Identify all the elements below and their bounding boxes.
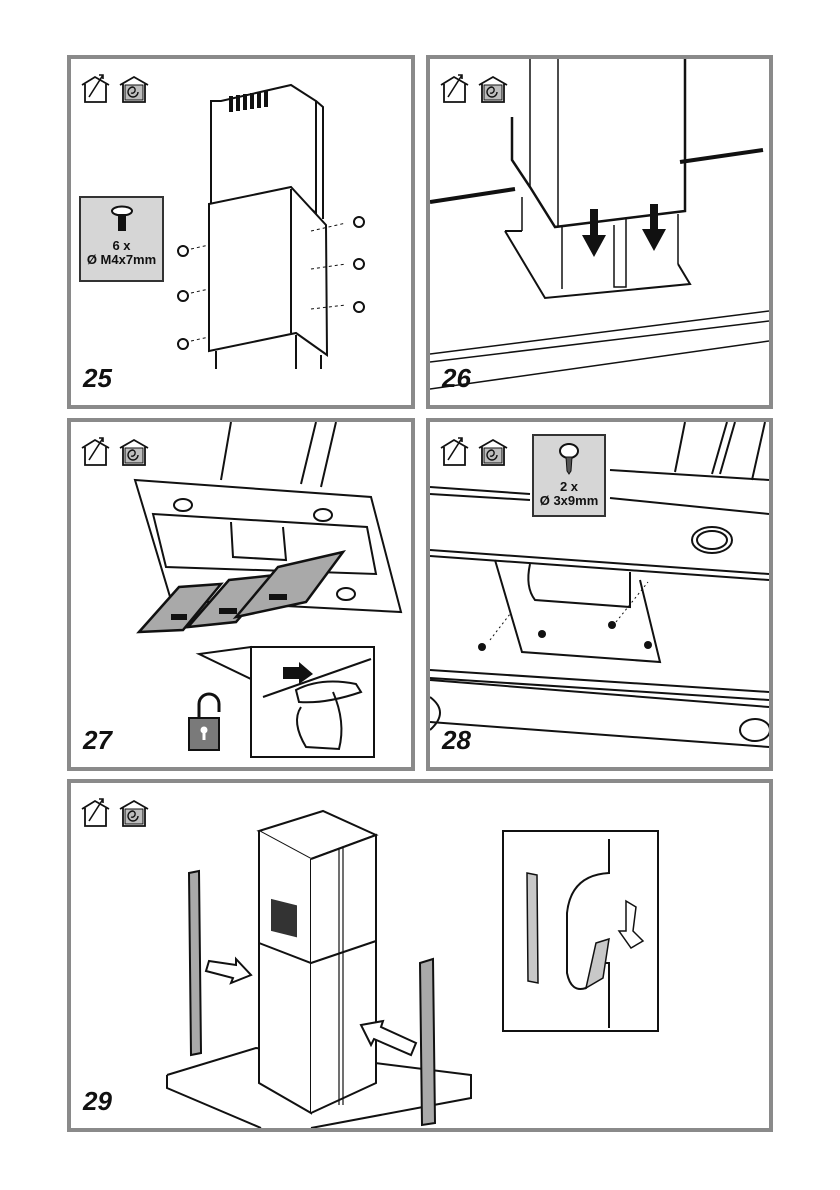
chimney-cover-illustration (177, 83, 365, 369)
unlock-icon (188, 692, 221, 751)
vent-grille (271, 898, 297, 938)
ducted-version-icon (81, 74, 110, 103)
detail-callout (195, 645, 375, 758)
step-26-panel: 26 (426, 55, 773, 409)
motor-bracket-illustration (430, 422, 769, 748)
recirculation-version-icon (119, 75, 149, 103)
screw-quantity: 2 x (559, 479, 579, 494)
recirculation-version-icon (478, 438, 508, 466)
ducted-version-icon (440, 74, 469, 103)
down-arrows (582, 204, 666, 257)
side-trim-fitting-illustration (166, 809, 659, 1128)
insert-arrows (204, 956, 418, 1057)
recirculation-version-icon (119, 438, 149, 466)
step-number: 26 (442, 363, 471, 393)
recirculation-version-icon (119, 799, 149, 827)
screw-size: Ø M4x7mm (86, 252, 157, 267)
step-25-panel: 6 x Ø M4x7mm 25 (67, 55, 415, 409)
step-number: 29 (83, 1086, 112, 1116)
step-number: 27 (83, 725, 112, 755)
mode-icons (79, 434, 151, 468)
ducted-version-icon (81, 798, 110, 827)
side-trim-profiles (187, 869, 437, 1127)
screw-icon (559, 443, 579, 475)
screw-quantity: 6 x (112, 238, 131, 253)
recirculation-version-icon (478, 75, 508, 103)
screw-icon (110, 205, 133, 231)
grease-filter-removal-illustration (133, 422, 403, 758)
screw-spec-badge: 2 x Ø 3x9mm (532, 434, 606, 517)
ducted-version-icon (440, 437, 469, 466)
grease-filters (136, 550, 347, 634)
mode-icons (438, 434, 510, 468)
step-number: 28 (442, 725, 471, 755)
step-number: 25 (83, 363, 112, 393)
screw-size: Ø 3x9mm (539, 493, 599, 508)
detail-inset (502, 830, 659, 1032)
mode-icons (79, 795, 151, 829)
ducted-version-icon (81, 437, 110, 466)
step-29-panel: 29 (67, 779, 773, 1132)
step-27-panel: 27 (67, 418, 415, 771)
mode-icons (79, 71, 151, 105)
screw-spec-badge: 6 x Ø M4x7mm (79, 196, 164, 282)
step-28-panel: 2 x Ø 3x9mm 28 (426, 418, 773, 771)
chimney-lowering-illustration (430, 59, 769, 390)
mode-icons (438, 71, 510, 105)
screws (177, 216, 365, 350)
